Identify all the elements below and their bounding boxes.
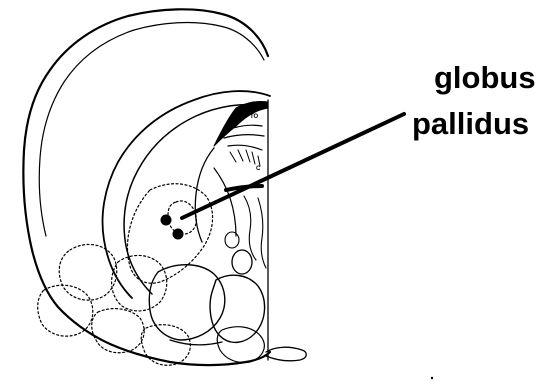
basal-outline bbox=[170, 340, 222, 345]
ventral-lobe-1 bbox=[149, 265, 225, 340]
small-nucleus-2 bbox=[225, 232, 239, 248]
anterior-commissure-lines bbox=[222, 125, 264, 150]
structure-label-top: TO bbox=[250, 114, 258, 120]
basal-dotted-2 bbox=[141, 325, 190, 366]
ventral-lobe-3 bbox=[217, 327, 264, 363]
label-pointer-line bbox=[182, 114, 404, 218]
medial-region-lines bbox=[244, 196, 266, 268]
injection-site-dot-1 bbox=[161, 215, 172, 226]
ventral-dotted-2 bbox=[59, 244, 117, 300]
internal-capsule-lines bbox=[230, 150, 260, 166]
striatum-dotted bbox=[127, 184, 212, 283]
globus-pallidus-label-line1: globus bbox=[434, 58, 536, 98]
injection-site-dot-2 bbox=[173, 229, 184, 240]
small-nucleus-1 bbox=[232, 250, 252, 274]
structure-label-mid: C bbox=[256, 166, 260, 172]
scan-speck bbox=[431, 377, 433, 379]
lateral-ventricle bbox=[214, 101, 268, 146]
midline-base-bump bbox=[266, 347, 306, 361]
globus-pallidus-label-line2: pallidus bbox=[412, 104, 529, 144]
